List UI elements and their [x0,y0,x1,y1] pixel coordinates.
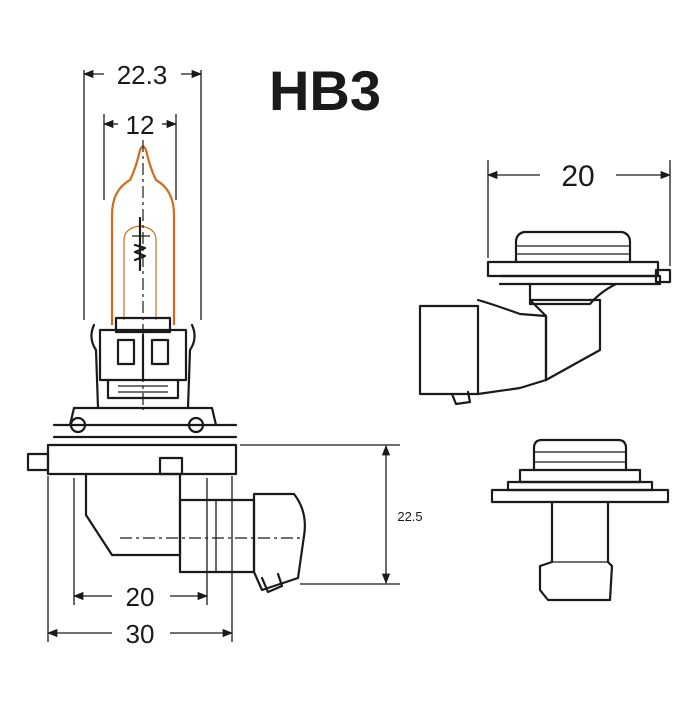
dimension-side-width: 20 [486,160,672,266]
dimension-bulb-width: 22.3 [82,60,203,320]
right-spring-clip [186,323,196,410]
dimension-base-width: 30 [46,476,234,649]
dimension-connector-offset: 20 [72,478,209,612]
glass-width-label: 12 [126,110,155,140]
filament [132,216,150,272]
bulb-front-view [26,140,306,594]
base-width-label: 30 [126,619,155,649]
bulb-side-view [418,230,672,406]
side-width-label: 20 [561,160,594,193]
left-spring-clip [90,323,100,410]
connector-body [84,472,306,594]
base-plate [26,443,238,476]
base-height-label: 22.5 [397,509,422,524]
bulb-width-label: 22.3 [117,60,168,90]
dimension-glass-width: 12 [102,110,178,200]
bulb-top-view [490,438,670,602]
connector-offset-label: 20 [126,582,155,612]
dimension-base-height: 22.5 [240,444,423,585]
diagram-title: HB3 [269,59,381,122]
reference-ring [52,406,238,439]
